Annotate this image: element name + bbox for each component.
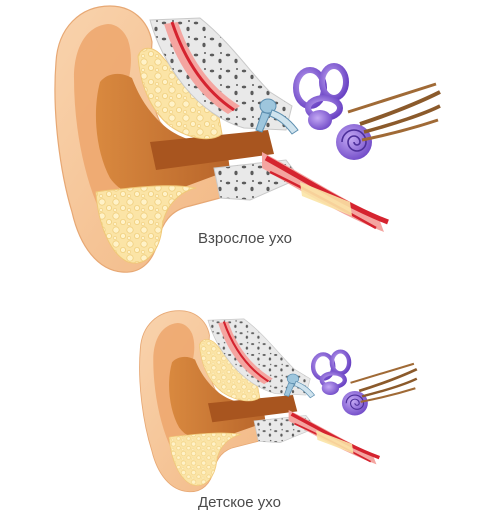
- adult-ear-caption: Взрослое ухо: [198, 230, 293, 247]
- child-ear-caption: Детское ухо: [198, 494, 281, 511]
- child-ear-illustration: [140, 311, 417, 492]
